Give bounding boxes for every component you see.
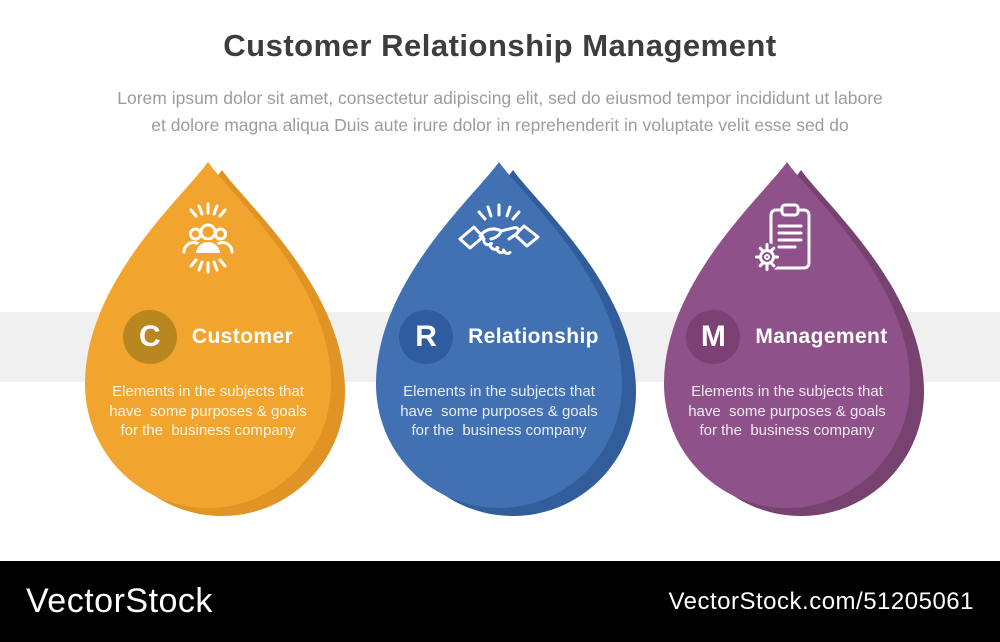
drop-title: Customer [191, 325, 294, 348]
teardrop-shape [376, 162, 636, 516]
drop-management: M Management Elements in the subjects th… [662, 162, 924, 518]
drop-description: Elements in the subjects that have some … [400, 383, 598, 439]
subtitle-line: Lorem ipsum dolor sit amet, consectetur … [117, 88, 883, 108]
letter-badge: M [686, 310, 741, 364]
drop-label-row: R Relationship [374, 310, 624, 364]
drop-relationship: R Relationship Elements in the subjects … [374, 162, 636, 518]
teardrop-shape [664, 162, 924, 516]
watermark-url: VectorStock.com/51205061 [668, 587, 974, 615]
page-title: Customer Relationship Management [223, 28, 777, 63]
drop-description: Elements in the subjects that have some … [688, 383, 886, 439]
drop-label-row: M Management [662, 310, 912, 364]
clipboard-gear-icon [662, 202, 912, 280]
drop-description: Elements in the subjects that have some … [109, 383, 307, 439]
drop-title: Management [755, 325, 888, 348]
subtitle: Lorem ipsum dolor sit amet, consectetur … [0, 85, 1000, 139]
letter-badge: R [399, 310, 454, 364]
badge-letter: R [415, 320, 437, 353]
letter-badge: C [122, 310, 177, 364]
subtitle-line: et dolore magna aliqua Duis aute irure d… [151, 115, 849, 135]
drop-title: Relationship [468, 325, 599, 348]
drop-customer: C Customer Elements in the subjects that… [83, 162, 345, 518]
drop-label-row: C Customer [83, 310, 333, 364]
handshake-icon [374, 202, 624, 276]
people-group-icon [83, 202, 333, 274]
badge-letter: C [139, 320, 161, 353]
badge-letter: M [700, 320, 726, 353]
watermark-bar: VectorStock VectorStock.com/51205061 [0, 561, 1000, 642]
header: Customer Relationship Management Lorem i… [0, 28, 1000, 139]
teardrop-shape [85, 162, 345, 516]
watermark-brand: VectorStock [26, 582, 213, 620]
